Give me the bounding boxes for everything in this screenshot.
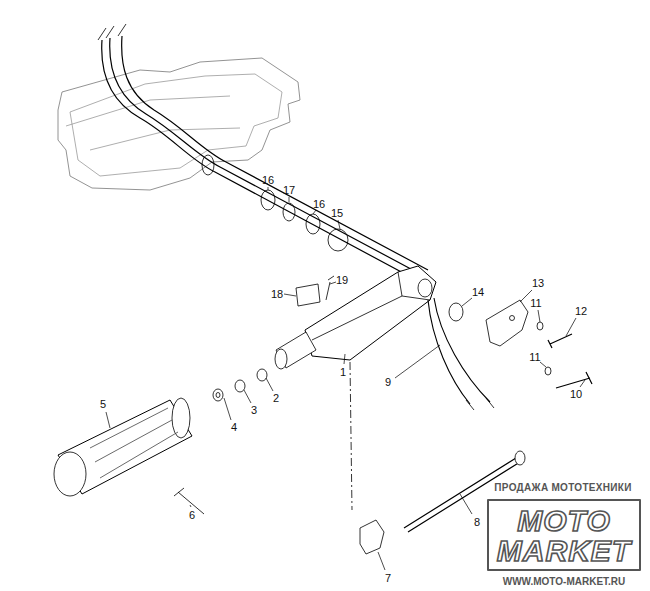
spacer <box>235 380 245 392</box>
callout-number: 2 <box>273 393 279 404</box>
bushing <box>257 369 267 381</box>
callout-number: 14 <box>472 287 484 298</box>
pivot <box>418 279 432 297</box>
bushing <box>449 303 463 321</box>
rod <box>404 458 520 532</box>
leader-line <box>106 187 585 570</box>
grip-ribs <box>90 408 178 478</box>
screw <box>548 334 572 348</box>
callout-number: 5 <box>100 399 106 410</box>
washer <box>213 389 223 401</box>
assembly-line <box>350 362 352 510</box>
callout-number: 1 <box>340 367 346 378</box>
rod-head <box>515 451 525 465</box>
cable-end <box>98 24 126 40</box>
callout-number: 19 <box>336 275 348 286</box>
hole <box>510 316 515 321</box>
cable <box>434 298 490 402</box>
shaft-end <box>275 349 287 369</box>
grommet <box>328 229 348 251</box>
tiller-arm <box>312 272 430 340</box>
grommet <box>261 190 275 210</box>
tiller-arm <box>305 266 436 360</box>
callout-number: 10 <box>570 389 582 400</box>
callout-number: 16 <box>262 175 274 186</box>
grip-end <box>54 452 86 496</box>
watermark-logo: MARKET <box>497 536 631 566</box>
washer <box>537 322 543 330</box>
callout-number: 12 <box>575 306 587 317</box>
grommet <box>283 203 295 221</box>
callout-number: 4 <box>231 422 237 433</box>
callout-number: 16 <box>313 199 325 210</box>
pin <box>326 276 334 300</box>
cable <box>110 38 424 276</box>
shaft <box>276 332 316 368</box>
cable-end <box>466 398 494 410</box>
watermark: WWW.MOTO-MARKET.RU <box>503 577 626 587</box>
logo-frame <box>488 500 640 570</box>
callout-number: 15 <box>331 208 343 219</box>
plate <box>486 300 528 346</box>
watermark-logo: MOTO <box>517 506 610 536</box>
cable <box>102 40 420 282</box>
callout-number: 9 <box>385 377 391 388</box>
callout-number: 18 <box>271 289 283 300</box>
callout-number: 7 <box>385 573 391 584</box>
callout-number: 17 <box>283 185 295 196</box>
grip-collar <box>172 398 190 438</box>
callout-number: 11 <box>530 298 541 309</box>
grommet <box>306 214 320 234</box>
screw <box>556 372 592 388</box>
callout-number: 13 <box>532 278 544 289</box>
callout-number: 6 <box>189 510 195 521</box>
washer <box>545 367 551 375</box>
grommet <box>202 155 214 175</box>
engine-outline <box>66 96 240 150</box>
callout-number: 11 <box>529 352 540 363</box>
engine-outline <box>58 58 300 190</box>
watermark: ПРОДАЖА МОТОТЕХНИКИ <box>494 483 631 493</box>
cable <box>428 300 470 404</box>
callout-number: 3 <box>251 405 257 416</box>
cable <box>122 36 428 270</box>
callout-number: 8 <box>474 517 480 528</box>
washer <box>216 393 220 398</box>
clip <box>360 520 384 554</box>
lever <box>296 284 320 306</box>
